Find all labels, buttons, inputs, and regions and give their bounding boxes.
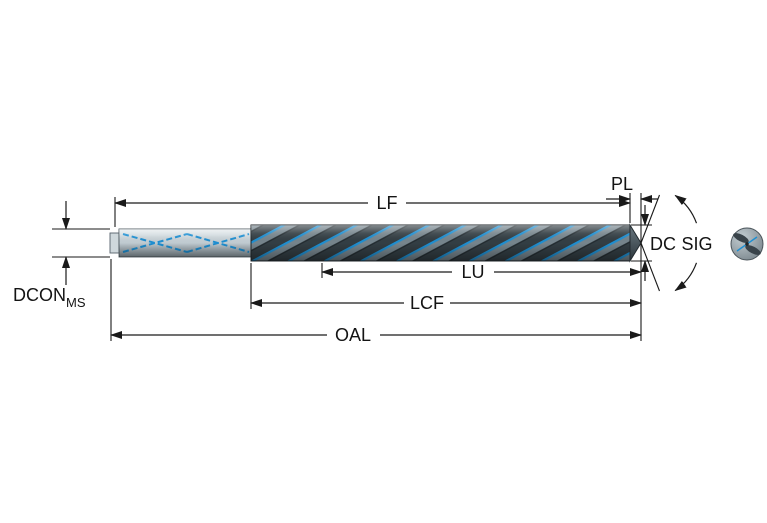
dim-label-oal: OAL <box>335 325 371 345</box>
drill-flutes-shading <box>251 225 630 261</box>
dim-label-pl: PL <box>611 174 633 194</box>
dimension-sig: SIG <box>640 194 713 292</box>
end-view-center-point <box>745 242 749 246</box>
dimension-lcf: LCF <box>250 263 642 313</box>
dimension-oal: OAL <box>110 259 642 345</box>
drill-end-view-icon <box>730 227 764 261</box>
dimension-lu: LU <box>321 262 642 282</box>
dimension-lf: LF <box>114 193 631 227</box>
drill-illustration <box>109 223 642 263</box>
dim-label-sig: SIG <box>681 234 712 254</box>
dim-label-dcon-subscript: MS <box>66 295 86 310</box>
dim-label-dcon: DCON <box>13 285 66 305</box>
end-view-flute-top <box>733 233 749 243</box>
point-face-line-top <box>640 194 661 244</box>
dimension-pl: PL <box>606 174 658 203</box>
dim-arc-sig-bottom <box>674 262 698 292</box>
drill-shank-shading <box>119 229 251 257</box>
end-view-flute-bottom <box>745 245 761 255</box>
dimension-dcon: DCON MS <box>13 201 110 310</box>
drill-shank-end-cap <box>109 232 120 254</box>
dim-label-lcf: LCF <box>410 293 444 313</box>
drill-tip <box>629 223 642 263</box>
dim-label-lu: LU <box>461 262 484 282</box>
dim-arc-sig-top <box>674 194 698 224</box>
point-face-line-bottom <box>640 242 661 292</box>
dim-label-dc: DC <box>650 234 676 254</box>
dim-label-lf: LF <box>376 193 397 213</box>
